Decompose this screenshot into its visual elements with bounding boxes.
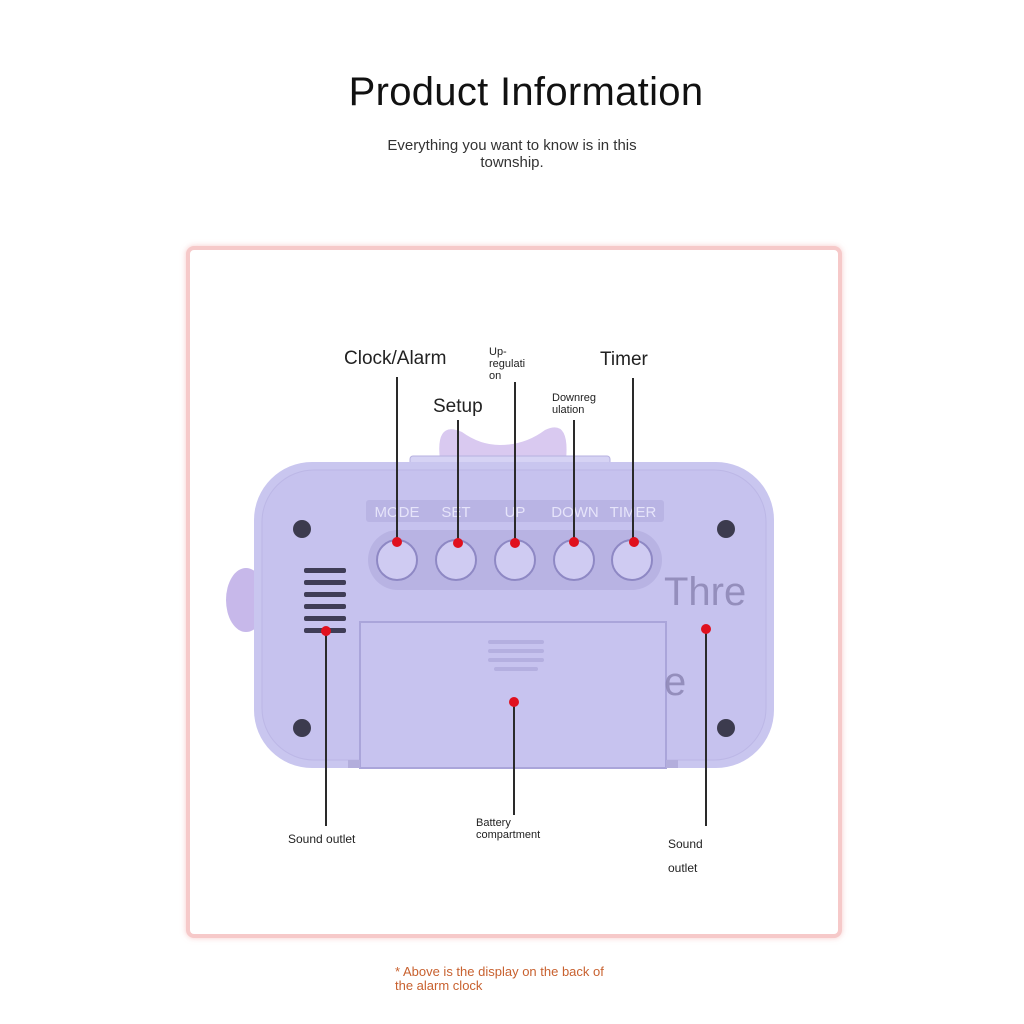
callout-battery-compartment: Battery compartment [476,817,540,841]
overlay-text-thre: Thre [664,570,747,614]
callout-sound-right-line1: Sound [668,837,703,851]
stand-left [348,760,360,768]
callout-up-line1: Up- [489,346,507,358]
page-title: Product Information [348,70,704,114]
footnote-line1: * Above is the display on the back of [395,964,604,979]
label-set: SET [441,504,470,521]
callout-markers [321,537,711,707]
callout-clock-alarm: Clock/Alarm [344,348,447,369]
callout-up-line2: regulati [489,358,526,370]
footnote-line2: the alarm clock [395,978,483,993]
stand-right [666,760,678,768]
callout-up-regulation: Up- regulati on [489,346,525,382]
callout-setup: Setup [433,396,483,417]
screw-top-right [717,520,735,538]
screw-top-left [293,520,311,538]
page-subtitle: Everything you want to know is in this t… [387,137,637,171]
battery-cover-grip [488,640,544,671]
speaker-grille [304,568,346,633]
callout-down-line2: ulation [552,404,585,416]
callout-down-line1: Downreg [552,392,597,404]
overlay-text-e: e [664,660,687,704]
callout-battery-line2: compartment [476,829,541,841]
callout-sound-right-line2: outlet [668,861,698,875]
callout-timer: Timer [600,349,648,370]
callout-battery-line1: Battery [476,817,511,829]
callout-sound-outlet-right: Sound outlet [668,832,703,880]
screw-bottom-left [293,719,311,737]
clock-top-ears [439,427,567,460]
callout-lines [325,377,707,826]
callout-sound-outlet-left: Sound outlet [288,832,356,846]
callout-downregulation: Downreg ulation [552,392,596,416]
screw-bottom-right [717,719,735,737]
callout-up-line3: on [489,370,502,382]
footnote: * Above is the display on the back of th… [395,965,645,993]
